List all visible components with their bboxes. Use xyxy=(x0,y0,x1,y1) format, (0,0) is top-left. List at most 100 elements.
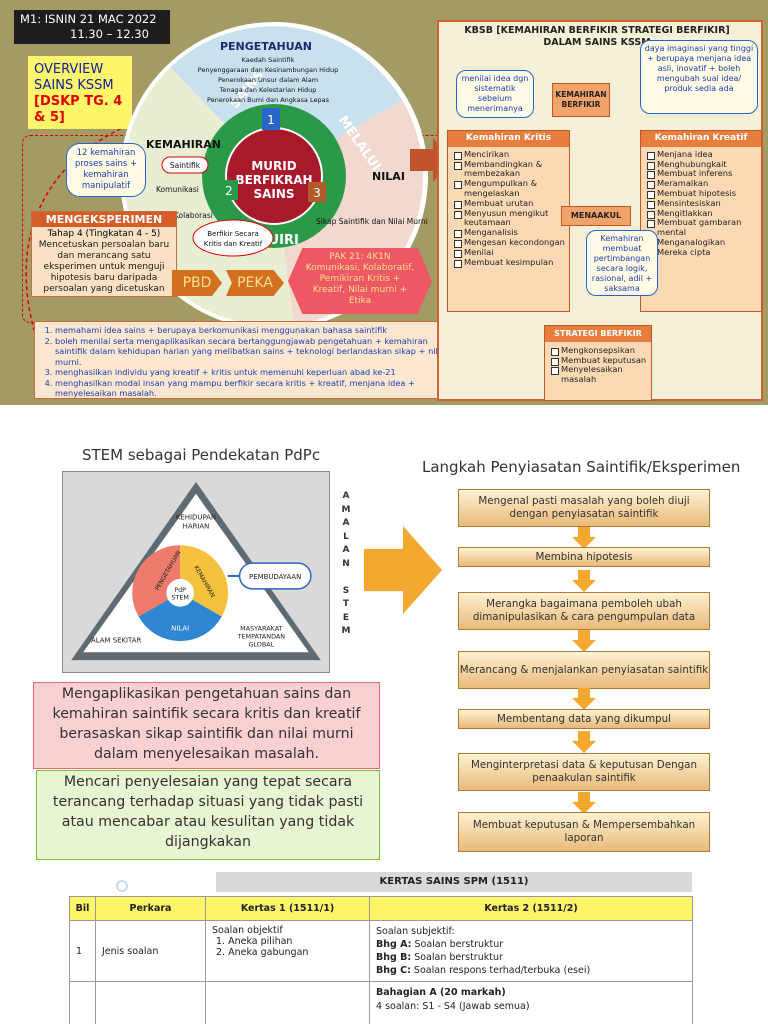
pengetahuan-sector xyxy=(170,26,402,176)
strategi-item: Mengkonsepsikan xyxy=(551,345,648,356)
date-line: M1: ISNIN 21 MAC 2022 xyxy=(20,12,157,26)
amalan-letter: M xyxy=(341,504,351,515)
k2-bahagian-a: Bahagian A (20 markah) xyxy=(376,987,506,998)
pengetahuan-title: PENGETAHUAN xyxy=(220,40,312,53)
bubble-pertimbangan: Kemahiran membuat pertimbangan secara lo… xyxy=(586,230,658,296)
cell-kertas1: Soalan objektif 1. Aneka pilihan 2. Anek… xyxy=(205,920,370,982)
bubble-menilai: menilai idea dgn sistematik sebelum mene… xyxy=(456,70,534,118)
cell-kertas2: Bahagian A (20 markah) 4 soalan: S1 - S4… xyxy=(369,981,693,1024)
pdp-label: PdP xyxy=(174,586,186,594)
pink-definition-box: Mengaplikasikan pengetahuan sains dan ke… xyxy=(33,682,380,769)
langkah-step-2: Membina hipotesis xyxy=(458,547,710,567)
kritis-item: Mengumpulkan & mengelaskan xyxy=(454,178,566,199)
amalan-letter: T xyxy=(342,599,350,609)
amalan-letter: N xyxy=(342,558,350,569)
bubble-12-kemahiran: 12 kemahiran proses sains + kemahiran ma… xyxy=(66,143,146,197)
num-1: 1 xyxy=(267,113,275,127)
strategi-title: STRATEGI BERFIKIR xyxy=(545,326,651,342)
mengeksperimen-box: MENGEKSPERIMEN Tahap 4 (Tingkatan 4 - 5)… xyxy=(31,211,177,297)
langkah-step-4: Merancang & menjalankan penyiasatan sain… xyxy=(458,651,710,689)
kreatif-item: Meramalkan xyxy=(647,178,758,189)
objective-item: menghasilkan individu yang kreatif + kri… xyxy=(55,367,457,378)
berfikir-text-2: Kritis dan Kreatif xyxy=(204,240,263,248)
peng-item-3: Penerokaan Unsur dalam Alam xyxy=(218,76,318,84)
amalan-letter: A xyxy=(342,491,350,501)
k1-item: 2. Aneka gabungan xyxy=(216,947,309,958)
langkah-step-3: Merangka bagaimana pemboleh ubah dimanip… xyxy=(458,592,710,630)
kemahiran-berfikir-box: KEMAHIRAN BERFIKIR xyxy=(552,83,610,117)
center-text-2: BERFIKRAH xyxy=(235,173,312,187)
k2-bahagian-a-line: 4 soalan: S1 - S4 (Jawab semua) xyxy=(376,1001,530,1012)
k2-a: Soalan berstruktur xyxy=(414,939,504,950)
peng-item-2: Penyenggaraan dan Kesinambungan Hidup xyxy=(198,66,338,74)
k2-b: Soalan berstruktur xyxy=(414,952,503,963)
pbd-arrow: PBD xyxy=(172,270,222,296)
decor-circle-icon xyxy=(116,880,128,892)
kreatif-item: Membuat gambaran mental xyxy=(647,218,758,238)
masyarakat-line-2: TEMPATANDAN xyxy=(237,632,286,640)
k2-c-label: Bhg C: xyxy=(376,965,411,976)
overview-label: OVERVIEW SAINS KSSM [DSKP TG. 4 & 5] xyxy=(28,56,132,129)
num-3: 3 xyxy=(313,186,321,200)
k2-title: Soalan subjektif: xyxy=(376,926,455,937)
amalan-letter: A xyxy=(342,545,350,555)
cell-perkara: Jenis soalan xyxy=(95,920,206,982)
pak21-title: PAK 21: 4K1N xyxy=(329,252,391,262)
kreatif-title: Kemahiran Kreatif xyxy=(641,131,761,147)
date-box: M1: ISNIN 21 MAC 2022 11.30 – 12.30 xyxy=(14,10,170,44)
kreatif-item: Membuat hipotesis xyxy=(647,188,758,199)
time-line: 11.30 – 12.30 xyxy=(70,27,149,41)
berfikir-text-1: Berfikir Secara xyxy=(207,230,259,238)
kehidupan-line-1: KEHIDUPAN xyxy=(176,514,216,522)
mengeksperimen-body: Mencetuskan persoalan baru dan merancang… xyxy=(38,240,170,294)
langkah-step-5: Membentang data yang dikumpul xyxy=(458,709,710,729)
num-2: 2 xyxy=(225,184,233,198)
peka-arrow: PEKA xyxy=(226,270,284,296)
stem-label: STEM xyxy=(171,594,189,602)
kreatif-item: Membuat inferens xyxy=(647,169,758,180)
peng-item-5: Penerokaan Bumi dan Angkasa Lepas xyxy=(207,96,330,104)
masyarakat-line-1: MASYARAKAT xyxy=(240,624,282,632)
cell-kertas2: Soalan subjektif: Bhg A: Soalan berstruk… xyxy=(369,920,693,982)
kritis-item: Menyusun mengikut keutamaan xyxy=(454,208,566,229)
col-kertas2: Kertas 2 (1511/2) xyxy=(369,896,693,921)
langkah-step-7: Membuat keputusan & Mempersembahkan lapo… xyxy=(458,812,710,852)
amalan-letter: S xyxy=(342,585,350,596)
table-row: 1 Jenis soalan Soalan objektif 1. Aneka … xyxy=(69,920,693,982)
kritis-item: Mencirikan xyxy=(454,149,566,160)
k2-c: Soalan respons terhad/terbuka (esei) xyxy=(413,965,591,976)
mengeksperimen-title: MENGEKSPERIMEN xyxy=(32,212,176,227)
langkah-step-1: Mengenal pasti masalah yang boleh diuji … xyxy=(458,489,710,527)
masyarakat-line-3: GLOBAL xyxy=(248,640,274,648)
k1-title: Soalan objektif xyxy=(212,925,283,936)
k2-a-label: Bhg A: xyxy=(376,939,412,950)
menaakul-box: MENAAKUL xyxy=(561,206,631,226)
tahap-label: Tahap 4 (Tingkatan 4 - 5) xyxy=(47,229,161,239)
nilai-title: NILAI xyxy=(372,170,405,183)
amalan-letter: L xyxy=(343,531,349,542)
kertas-title: KERTAS SAINS SPM (1511) xyxy=(216,872,692,892)
cell-kertas1 xyxy=(205,981,370,1024)
table-header-row: Bil Perkara Kertas 1 (1511/1) Kertas 2 (… xyxy=(69,896,693,921)
strategi-berfikir-box: STRATEGI BERFIKIR Mengkonsepsikan Membua… xyxy=(544,325,652,401)
kem-item-saintifik: Saintifik xyxy=(170,161,201,170)
amalan-letter: M xyxy=(341,626,351,636)
amalan-gap xyxy=(338,571,354,585)
langkah-title: Langkah Penyiasatan Saintifik/Eksperimen xyxy=(422,458,741,476)
kreatif-item: Menghubungkait xyxy=(647,159,758,170)
peng-item-1: Kaedah Saintifik xyxy=(242,56,295,64)
kemahiran-kreatif-box: Kemahiran Kreatif Menjana idea Menghubun… xyxy=(640,130,762,312)
center-text-3: SAINS xyxy=(253,187,294,201)
kritis-item: Membandingkan & membezakan xyxy=(454,159,566,180)
k1-item: 1. Aneka pilihan xyxy=(216,936,293,947)
kritis-item: Menganalisis xyxy=(454,227,566,238)
amalan-stem-vertical: A M A L A N S T E M xyxy=(338,490,354,639)
kreatif-item: Mensintesiskan xyxy=(647,198,758,209)
objectives-box: memahami idea sains + berupaya berkomuni… xyxy=(34,321,464,399)
nilai-sector-label: NILAI xyxy=(171,624,189,632)
green-definition-box: Mencari penyelesaian yang tepat secara t… xyxy=(36,770,380,860)
col-bil: Bil xyxy=(69,896,96,921)
objective-item: boleh menilai serta mengaplikasikan seca… xyxy=(55,336,457,368)
cell-bil: 1 xyxy=(69,920,96,982)
langkah-step-6: Menginterpretasi data & keputusan Dengan… xyxy=(458,753,710,791)
